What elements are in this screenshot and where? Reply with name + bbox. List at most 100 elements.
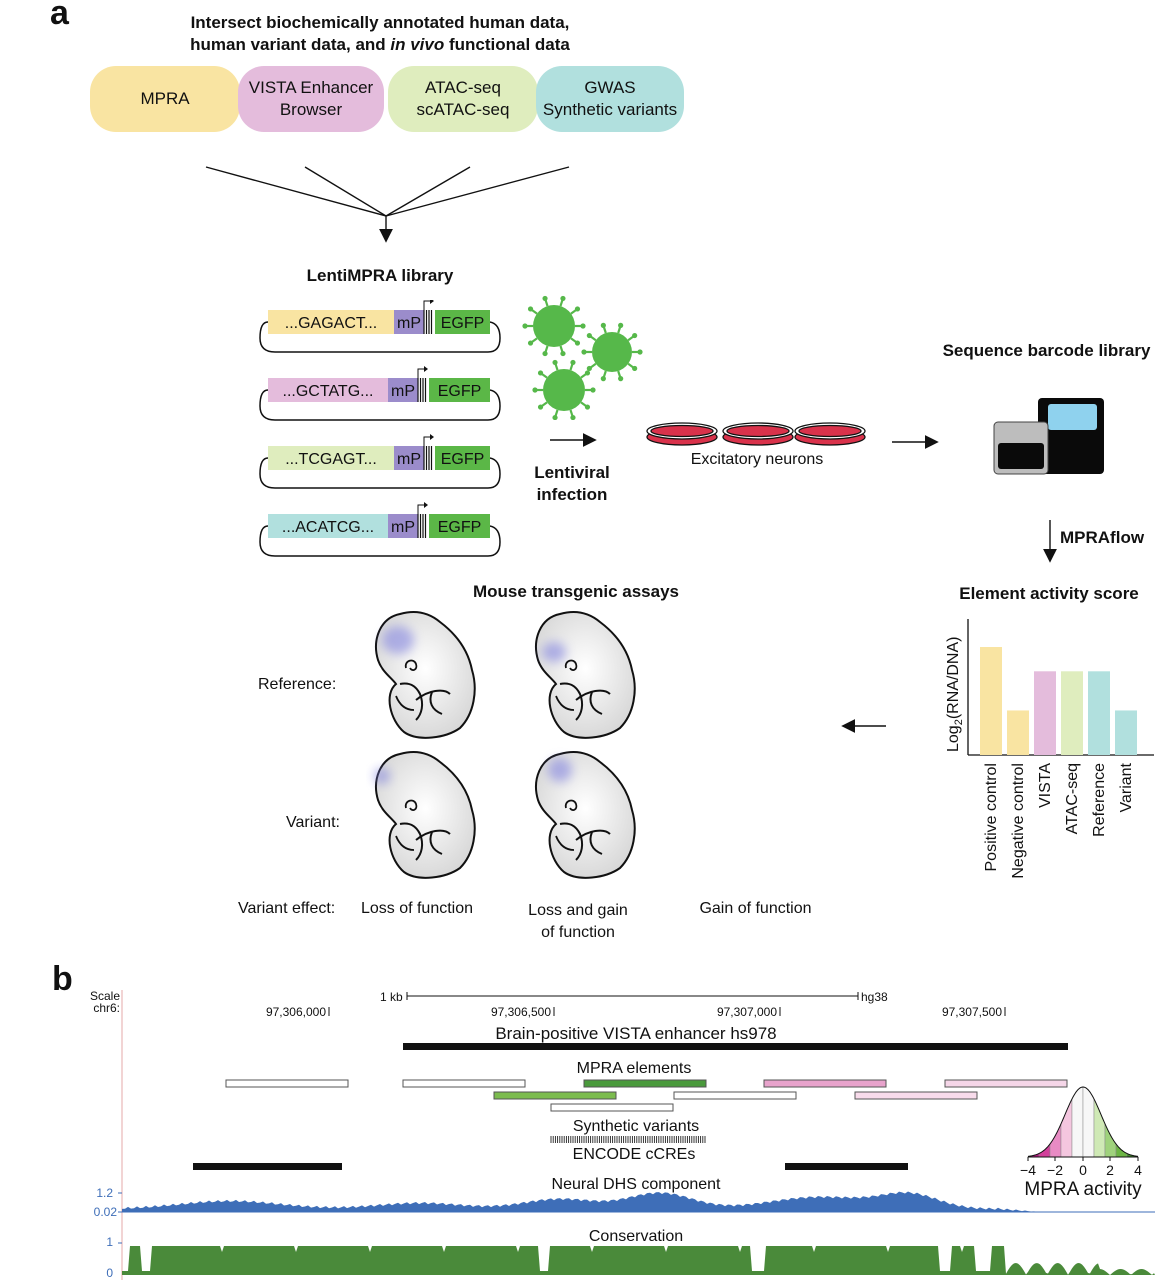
infection-label: Lentiviral infection: [534, 463, 610, 504]
enhancer-sequence: ...GCTATG...: [283, 383, 374, 400]
converge-line-3: [385, 166, 471, 217]
cons-tick-high: 1: [106, 1235, 113, 1249]
lacz-staining: [382, 626, 414, 654]
sequence-title: Sequence barcode library: [942, 341, 1151, 360]
embryo-reference-1: [375, 611, 476, 739]
enhancer-bar: [403, 1043, 1068, 1050]
bar-atac-seq: [1061, 671, 1083, 755]
synthetic-variant-ticks: [550, 1136, 706, 1143]
dish-1: [646, 422, 718, 446]
library-title: LentiMPRA library: [306, 266, 454, 285]
neuron-dishes: [646, 422, 866, 446]
enhancer-segment: [268, 378, 388, 402]
legend-segment: [1049, 1123, 1062, 1158]
encode-label: ENCODE cCREs: [573, 1146, 696, 1163]
row-reference-label: Reference:: [258, 676, 337, 693]
reporter-label: EGFP: [441, 451, 485, 468]
virus-icon: [581, 322, 643, 382]
embryo-hindlimb: [395, 695, 415, 711]
embryo-variant-2: [535, 751, 636, 879]
scale-labels: Scale chr6:: [84, 990, 120, 1014]
enhancer-segment: [268, 446, 394, 470]
position-2: 97,306,500: [491, 1005, 551, 1019]
reporter-segment: [429, 514, 490, 538]
tss-arrowhead: [430, 434, 434, 440]
cons-tick-low: 0: [106, 1266, 113, 1280]
mpra-element: [493, 1091, 617, 1100]
mpra-element: [673, 1091, 797, 1100]
mpra-element: [944, 1079, 1068, 1088]
embryo-reference-2: [535, 611, 636, 739]
effect-prefix: Variant effect:: [238, 900, 336, 917]
enhancer-sequence: ...ACATCG...: [282, 519, 374, 536]
tss-arrow: [417, 368, 425, 378]
converge-line-2: [304, 166, 387, 217]
embryo-eye: [564, 659, 578, 671]
promoter-label: mP: [391, 519, 415, 536]
bar-variant: [1115, 710, 1137, 755]
dish-2: [722, 422, 794, 446]
row-variant-label: Variant:: [286, 814, 340, 831]
plasmid-backbone: [259, 525, 501, 557]
virus-icon: [522, 295, 586, 357]
embryo-outline: [535, 611, 636, 739]
tick-label: Reference: [1091, 763, 1108, 837]
promoter-label: mP: [391, 383, 415, 400]
bar-reference: [1088, 671, 1110, 755]
ccre-bar-1: [193, 1163, 342, 1170]
reporter-label: EGFP: [438, 383, 482, 400]
tss-arrow: [423, 300, 431, 310]
mpraflow-label: MPRAflow: [1060, 528, 1145, 547]
conservation-label: Conservation: [589, 1228, 683, 1245]
bar-vista: [1034, 671, 1056, 755]
source-mpra: MPRA: [90, 66, 240, 132]
enhancer-sequence: ...GAGACT...: [285, 315, 377, 332]
embryo-variant-1: [374, 751, 476, 879]
embryo-grid: [374, 611, 636, 879]
tss-arrowhead: [424, 502, 428, 508]
legend-segment: [1104, 1123, 1117, 1158]
lacz-staining: [548, 758, 572, 782]
promoter-label: mP: [397, 315, 421, 332]
embryo-eye: [564, 799, 578, 811]
embryo-eye: [404, 659, 418, 671]
legend-segment: [1071, 1086, 1084, 1158]
virus-group: [522, 295, 643, 420]
sequencer-icon: [993, 398, 1104, 475]
lacz-staining: [542, 642, 566, 662]
conservation-signal: [122, 1246, 1155, 1275]
promoter-label: mP: [397, 451, 421, 468]
embryo-forelimb: [559, 682, 584, 721]
mpra-element: [402, 1079, 526, 1088]
embryo-hindlimb: [555, 835, 575, 851]
embryo-forelimb: [399, 822, 424, 861]
converge-line-4: [385, 166, 570, 217]
legend-segment: [1093, 1098, 1106, 1158]
promoter-segment: [388, 514, 418, 538]
converge-line-1: [205, 166, 387, 217]
assembly-label: hg38: [861, 990, 888, 1004]
legend-tick: 2: [1106, 1162, 1114, 1178]
enhancer-segment: [268, 310, 394, 334]
reporter-segment: [435, 446, 490, 470]
tick-label: Negative control: [1010, 763, 1027, 879]
tss-arrowhead: [424, 366, 428, 372]
promoter-segment: [388, 378, 418, 402]
embryo-outline: [375, 751, 476, 879]
position-4: 97,307,500: [942, 1005, 1002, 1019]
neurons-label: Excitatory neurons: [690, 451, 824, 468]
plasmid-backbone: [259, 389, 501, 421]
embryo-tail: [575, 829, 611, 855]
dhs-tick-high: 1.2: [96, 1186, 113, 1200]
reporter-label: EGFP: [438, 519, 482, 536]
legend-title: MPRA activity: [1024, 1179, 1142, 1200]
chrom-label: chr6:: [93, 1001, 120, 1015]
legend-tick: −2: [1047, 1162, 1063, 1178]
construct-2: ...GCTATG... mP EGFP: [259, 366, 501, 421]
legend-segment: [1082, 1086, 1095, 1158]
